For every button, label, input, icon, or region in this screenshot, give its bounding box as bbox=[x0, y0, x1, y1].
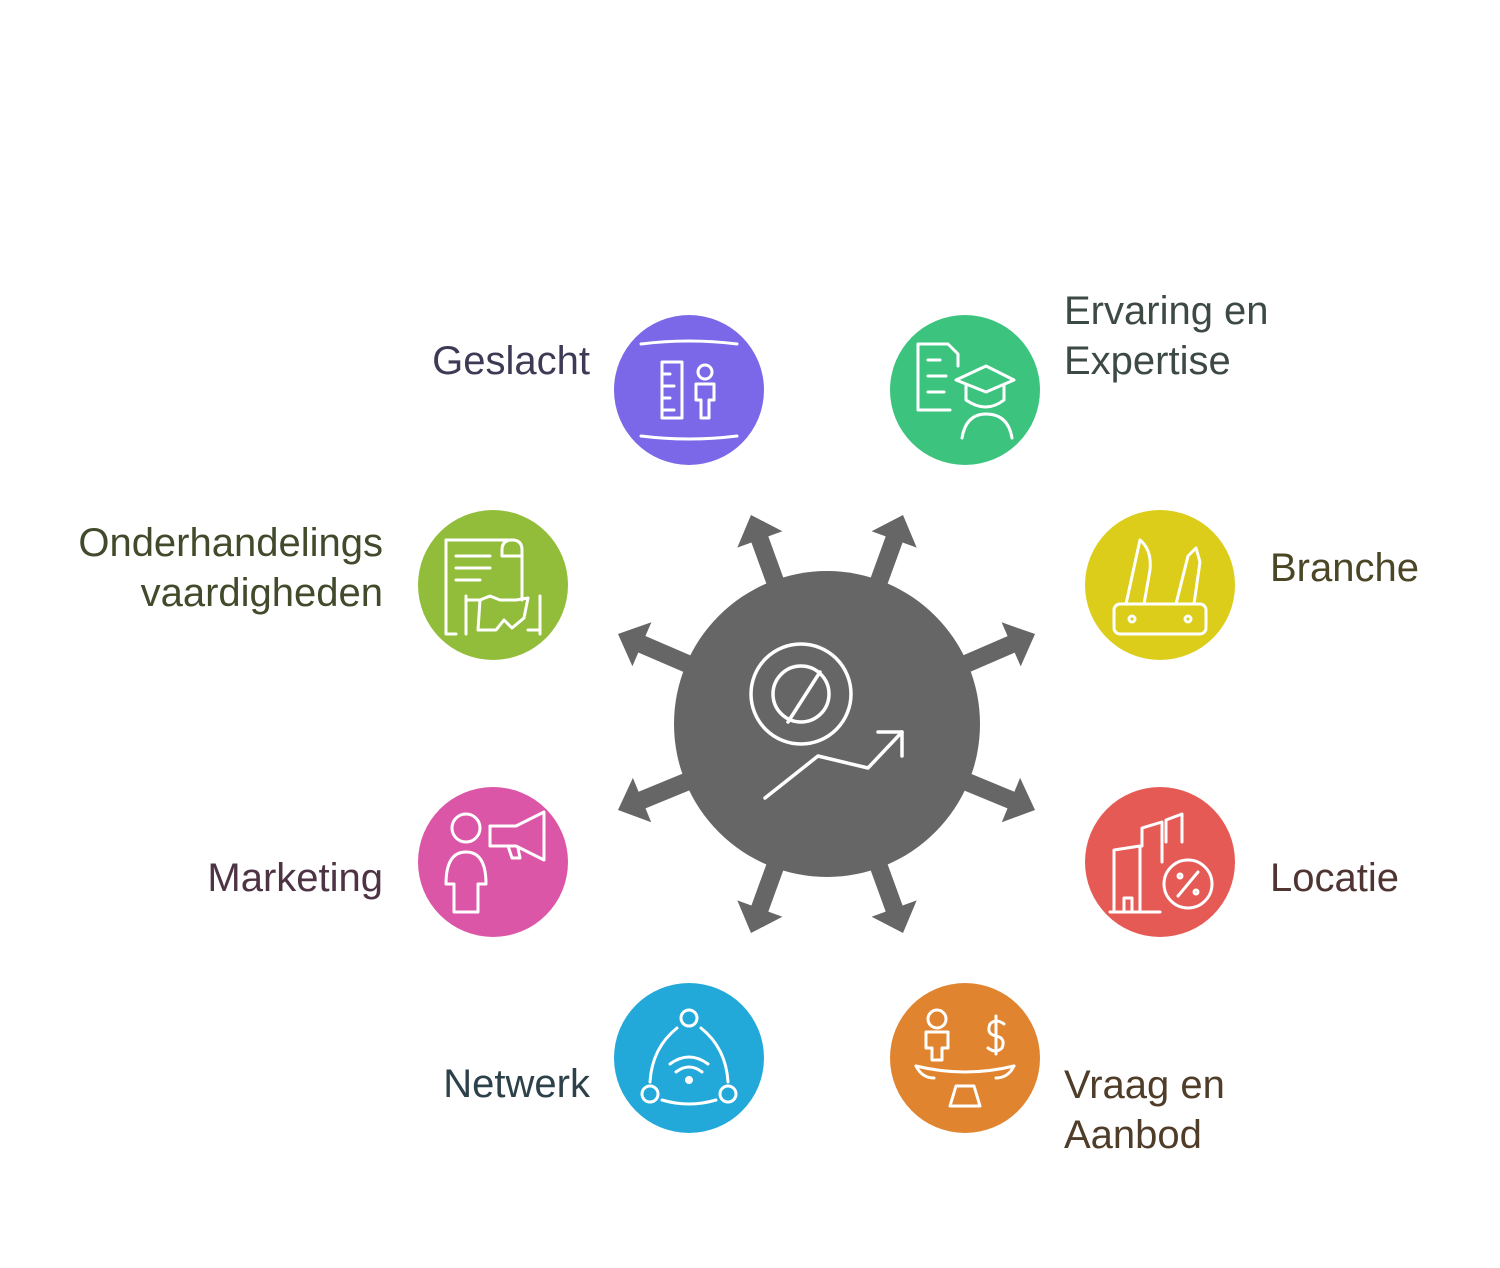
label-line: Netwerk bbox=[443, 1062, 590, 1106]
label-ervaring: Ervaring en Expertise bbox=[1064, 286, 1269, 386]
buildings-percent-icon bbox=[1108, 812, 1214, 914]
factor-ervaring bbox=[890, 315, 1040, 465]
label-line: Ervaring en bbox=[1064, 289, 1269, 333]
label-branche: Branche bbox=[1270, 543, 1419, 593]
height-measure-person-icon bbox=[639, 339, 739, 441]
label-line: vaardigheden bbox=[140, 571, 383, 615]
label-netwerk: Netwerk bbox=[443, 1059, 590, 1109]
marketing-circle bbox=[418, 787, 568, 937]
label-line: Onderhandelings bbox=[78, 521, 383, 565]
label-vraag: Vraag en Aanbod bbox=[1064, 1060, 1225, 1160]
label-geslacht: Geslacht bbox=[432, 336, 590, 386]
label-line: Branche bbox=[1270, 546, 1419, 590]
label-line: Aanbod bbox=[1064, 1113, 1202, 1157]
factor-geslacht bbox=[614, 315, 764, 465]
factor-vraag bbox=[890, 983, 1040, 1133]
multitool-icon bbox=[1112, 538, 1208, 636]
factor-marketing bbox=[418, 787, 568, 937]
factor-onderhandeling bbox=[418, 510, 568, 660]
label-line: Locatie bbox=[1270, 856, 1399, 900]
vraag-circle bbox=[890, 983, 1040, 1133]
cent-growth-arrow-icon bbox=[749, 642, 904, 800]
balance-scale-icon bbox=[914, 1008, 1016, 1108]
label-line: Marketing bbox=[207, 856, 383, 900]
branche-circle bbox=[1085, 510, 1235, 660]
center-circle bbox=[674, 571, 980, 877]
label-marketing: Marketing bbox=[207, 853, 383, 903]
person-megaphone-icon bbox=[444, 810, 546, 914]
label-line: Vraag en bbox=[1064, 1063, 1225, 1107]
geslacht-circle bbox=[614, 315, 764, 465]
network-wifi-icon bbox=[640, 1008, 738, 1106]
label-line: Geslacht bbox=[432, 339, 590, 383]
center-hub bbox=[674, 571, 980, 877]
onderhandeling-circle bbox=[418, 510, 568, 660]
label-locatie: Locatie bbox=[1270, 853, 1399, 903]
document-graduate-icon bbox=[916, 342, 1016, 440]
contract-handshake-icon bbox=[444, 538, 542, 636]
locatie-circle bbox=[1085, 787, 1235, 937]
label-onderhandeling: Onderhandelings vaardigheden bbox=[78, 518, 383, 618]
factor-branche bbox=[1085, 510, 1235, 660]
factor-locatie bbox=[1085, 787, 1235, 937]
label-line: Expertise bbox=[1064, 339, 1231, 383]
factor-netwerk bbox=[614, 983, 764, 1133]
